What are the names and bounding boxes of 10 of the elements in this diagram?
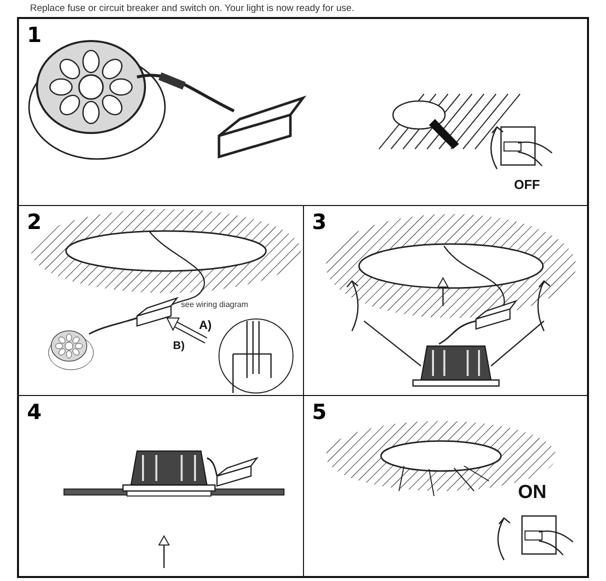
step-number: 2 — [27, 210, 42, 234]
step-number: 1 — [27, 23, 42, 47]
step-label: A) — [199, 318, 212, 332]
step-label: B) — [173, 340, 185, 352]
step-number: 5 — [312, 400, 327, 424]
step-number: 4 — [27, 400, 42, 424]
step-label: OFF — [514, 177, 540, 192]
step-label: ON — [518, 482, 546, 504]
step-number: 3 — [312, 210, 327, 234]
note-text: see wiring diagram — [181, 300, 248, 309]
